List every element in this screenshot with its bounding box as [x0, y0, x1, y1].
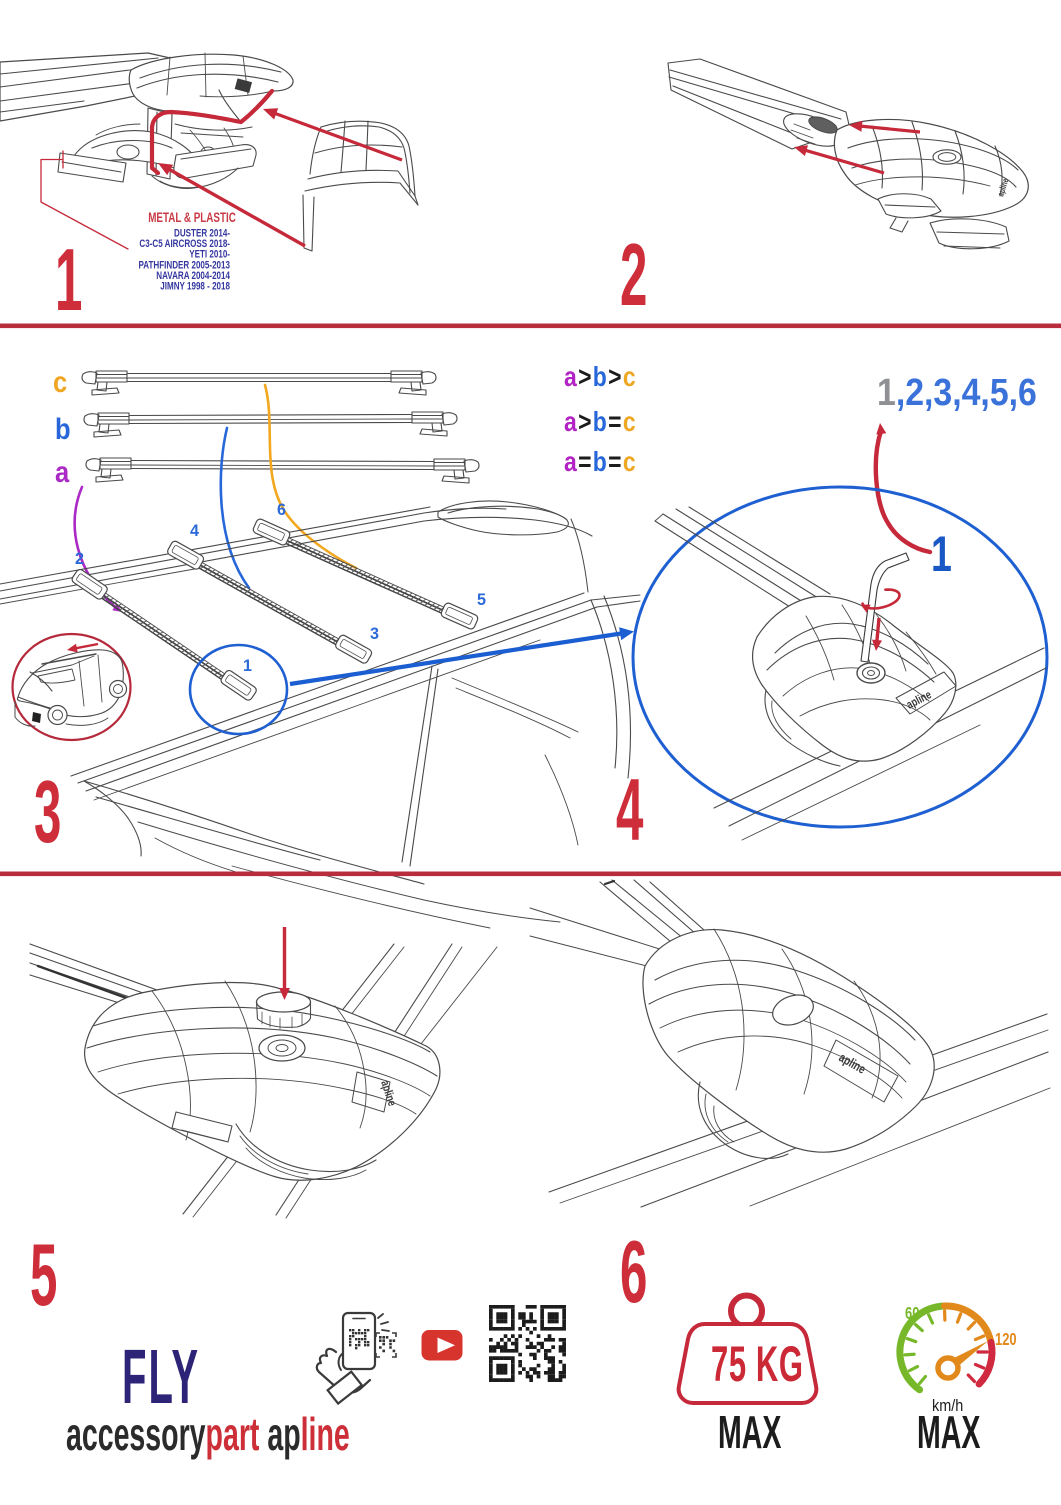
svg-text:1: 1	[931, 527, 952, 582]
svg-text:1: 1	[243, 656, 252, 675]
svg-text:3: 3	[34, 763, 61, 862]
svg-text:b: b	[55, 412, 71, 445]
svg-text:60: 60	[905, 1304, 920, 1324]
svg-text:METAL & PLASTIC: METAL & PLASTIC	[148, 209, 236, 225]
svg-text:1,2,3,4,5,6: 1,2,3,4,5,6	[877, 370, 1037, 413]
svg-text:c: c	[53, 365, 67, 398]
svg-text:a>b>c: a>b>c	[564, 362, 637, 393]
svg-text:4: 4	[616, 761, 644, 860]
svg-text:3: 3	[370, 624, 379, 643]
svg-text:a=b=c: a=b=c	[564, 447, 637, 478]
svg-text:5: 5	[477, 590, 486, 609]
svg-text:a>b=c: a>b=c	[564, 407, 637, 438]
svg-text:120: 120	[995, 1330, 1017, 1350]
svg-text:a: a	[55, 455, 70, 488]
svg-text:FLY: FLY	[122, 1334, 200, 1421]
svg-text:MAX: MAX	[718, 1407, 782, 1459]
svg-text:2: 2	[620, 226, 647, 325]
svg-text:accessorypart apline: accessorypart apline	[66, 1409, 350, 1461]
svg-text:MAX: MAX	[917, 1407, 981, 1459]
svg-text:4: 4	[190, 521, 200, 540]
svg-text:1: 1	[55, 231, 82, 330]
svg-text:5: 5	[30, 1226, 57, 1325]
svg-text:JIMNY 1998 - 2018: JIMNY 1998 - 2018	[160, 280, 230, 293]
svg-text:6: 6	[620, 1223, 647, 1322]
svg-text:2: 2	[75, 549, 84, 568]
svg-text:75 KG: 75 KG	[711, 1335, 804, 1391]
svg-text:6: 6	[277, 500, 286, 519]
